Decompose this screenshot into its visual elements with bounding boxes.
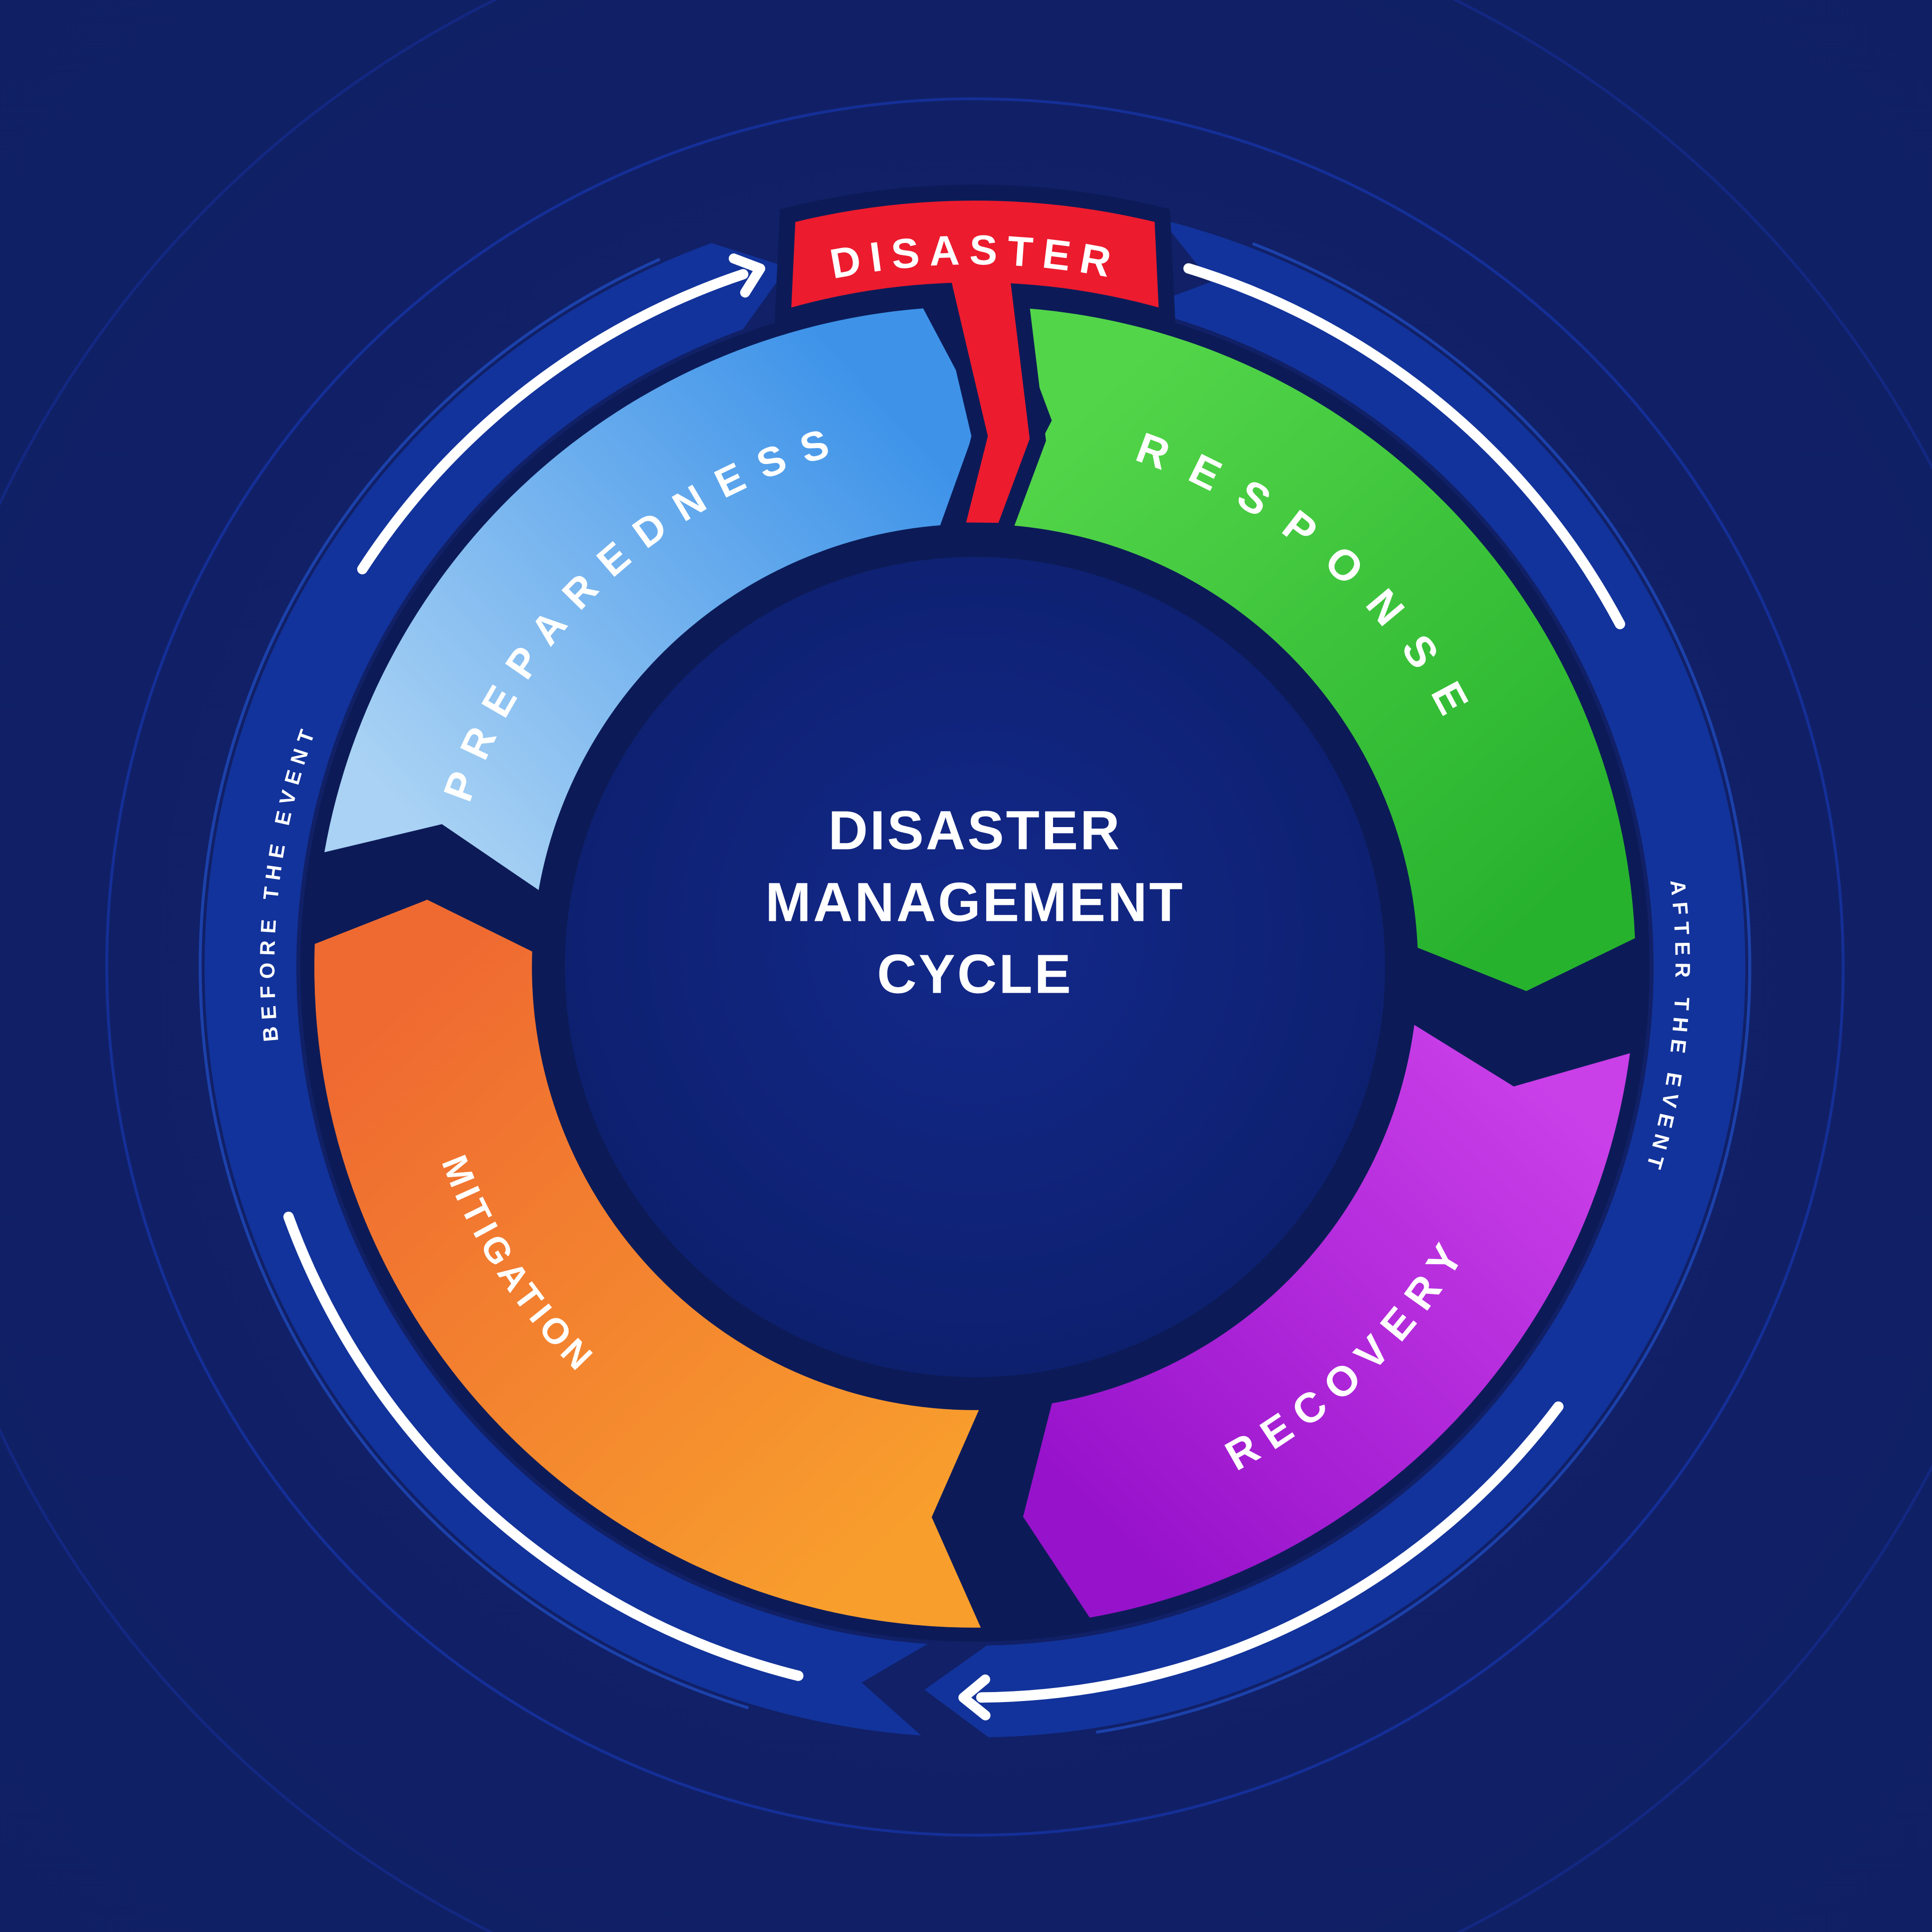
outer-band-before-the-event	[205, 243, 928, 1736]
cycle-line-top-right	[1183, 263, 1625, 630]
cycle-arrow-top-left-icon	[357, 253, 766, 575]
outer-band-edge-highlight-right	[1096, 242, 1751, 1734]
disaster-banner	[774, 185, 1176, 539]
center-circle	[565, 557, 1385, 1377]
segment-response	[998, 307, 1635, 991]
cycle-line-bottom-left	[283, 1211, 804, 1681]
cycle-arrow-bottom-icon	[958, 1401, 1564, 1720]
center-title-line3: CYCLE	[877, 944, 1073, 1005]
outer-band-after-the-event	[924, 219, 1745, 1737]
segment-recovery	[1023, 1025, 1630, 1618]
segment-mitigation	[314, 899, 981, 1628]
segment-preparedness	[324, 308, 980, 890]
center-title-line2: MANAGEMENT	[765, 871, 1185, 933]
outer-band-edge-highlight-left	[199, 257, 749, 1710]
guide-circle-inner	[105, 97, 1845, 1837]
center-title-line1: DISASTER	[828, 800, 1121, 861]
